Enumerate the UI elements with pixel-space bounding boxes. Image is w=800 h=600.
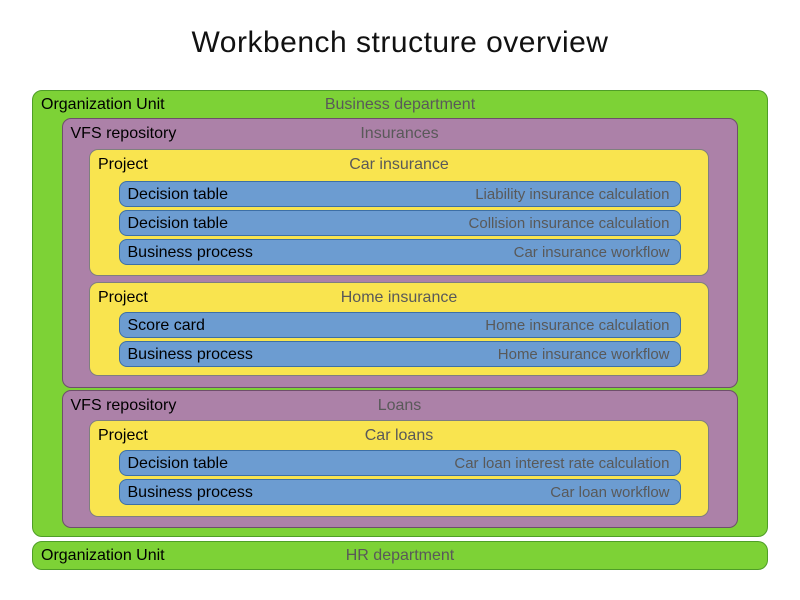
asset-name: Liability insurance calculation bbox=[475, 185, 670, 203]
project-header: Project Home insurance bbox=[90, 283, 708, 313]
org-unit-type-label: Organization Unit bbox=[41, 547, 165, 564]
project-type-label: Project bbox=[98, 427, 148, 444]
diagram-title: Workbench structure overview bbox=[191, 26, 609, 59]
project-header: Project Car insurance bbox=[90, 150, 708, 180]
asset-row-car-loan-interest-rate-calculation: Decision table Car loan interest rate ca… bbox=[118, 449, 681, 476]
asset-type-label: Decision table bbox=[127, 214, 229, 232]
org-unit-name: HR department bbox=[345, 547, 455, 564]
org-unit-header: Organization Unit Business department bbox=[33, 91, 767, 119]
asset-row-car-loan-workflow: Business process Car loan workflow bbox=[118, 478, 681, 505]
asset-name: Car insurance workflow bbox=[513, 243, 670, 261]
project-name: Home insurance bbox=[340, 289, 458, 306]
asset-row-home-insurance-calculation: Score card Home insurance calculation bbox=[118, 311, 681, 338]
project-box-car-insurance: Project Car insurance Decision table Lia… bbox=[89, 149, 709, 276]
project-box-home-insurance: Project Home insurance Score card Home i… bbox=[89, 282, 709, 376]
asset-type-label: Score card bbox=[127, 316, 205, 334]
repository-header: VFS repository Loans bbox=[63, 391, 737, 421]
asset-row-home-insurance-workflow: Business process Home insurance workflow bbox=[118, 340, 681, 367]
repository-box-insurances: VFS repository Insurances Project Car in… bbox=[61, 117, 738, 388]
asset-row-car-insurance-workflow: Business process Car insurance workflow bbox=[118, 238, 681, 265]
org-unit-name: Business department bbox=[324, 96, 476, 113]
repository-header: VFS repository Insurances bbox=[63, 119, 737, 149]
asset-type-label: Decision table bbox=[127, 185, 229, 203]
project-box-car-loans: Project Car loans Decision table Car loa… bbox=[89, 420, 709, 517]
repository-box-loans: VFS repository Loans Project Car loans D… bbox=[61, 389, 738, 528]
asset-name: Car loan interest rate calculation bbox=[454, 454, 670, 472]
project-type-label: Project bbox=[98, 289, 148, 306]
asset-name: Home insurance calculation bbox=[485, 316, 670, 334]
repository-name: Insurances bbox=[360, 124, 439, 142]
asset-type-label: Business process bbox=[127, 483, 253, 501]
asset-name: Car loan workflow bbox=[550, 483, 670, 501]
asset-row-liability-insurance-calculation: Decision table Liability insurance calcu… bbox=[118, 180, 681, 207]
org-unit-header: Organization Unit HR department bbox=[33, 542, 767, 570]
org-unit-box-business-department: Organization Unit Business department VF… bbox=[32, 90, 768, 537]
asset-row-collision-insurance-calculation: Decision table Collision insurance calcu… bbox=[118, 209, 681, 236]
asset-name: Home insurance workflow bbox=[497, 345, 670, 363]
asset-name: Collision insurance calculation bbox=[468, 214, 670, 232]
org-unit-box-hr-department: Organization Unit HR department bbox=[32, 541, 768, 570]
repository-type-label: VFS repository bbox=[70, 124, 177, 142]
project-header: Project Car loans bbox=[90, 421, 708, 451]
asset-type-label: Decision table bbox=[127, 454, 229, 472]
repository-name: Loans bbox=[377, 396, 422, 414]
project-name: Car insurance bbox=[349, 156, 449, 173]
asset-type-label: Business process bbox=[127, 243, 253, 261]
repository-type-label: VFS repository bbox=[70, 396, 177, 414]
org-unit-type-label: Organization Unit bbox=[41, 96, 165, 113]
project-name: Car loans bbox=[364, 427, 434, 444]
asset-type-label: Business process bbox=[127, 345, 253, 363]
project-type-label: Project bbox=[98, 156, 148, 173]
